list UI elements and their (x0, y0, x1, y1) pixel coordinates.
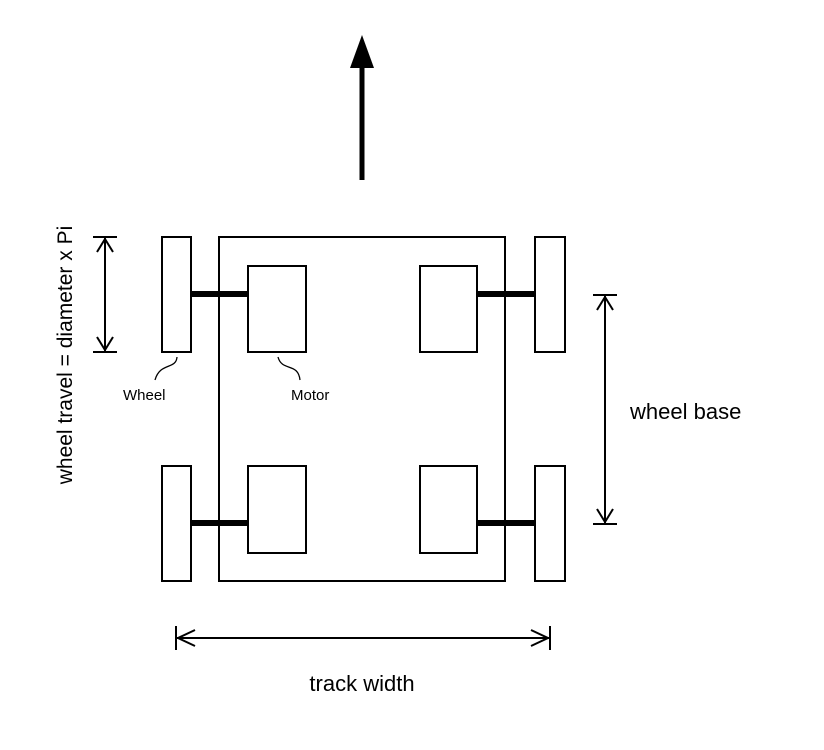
wheel-base-dimension (593, 294, 617, 525)
motor-rear-left (247, 465, 307, 554)
wheel-front-left (161, 236, 192, 353)
track-width-dimension (175, 626, 551, 650)
wheel-label: Wheel (123, 387, 166, 404)
wheel-travel-label: wheel travel = diameter x Pi (54, 226, 77, 486)
wheel-rear-left (161, 465, 192, 582)
track-width-label: track width (309, 671, 414, 696)
motor-rear-right (419, 465, 478, 554)
wheel-front-right (534, 236, 566, 353)
motor-front-left (247, 265, 307, 353)
wheel-base-label: wheel base (629, 399, 741, 424)
wheel-leader-line (154, 356, 178, 381)
forward-direction-arrow (350, 35, 374, 180)
motor-leader-line (277, 356, 301, 381)
motor-label: Motor (291, 387, 329, 404)
wheel-rear-right (534, 465, 566, 582)
motor-front-right (419, 265, 478, 353)
wheel-travel-dimension (93, 236, 117, 353)
